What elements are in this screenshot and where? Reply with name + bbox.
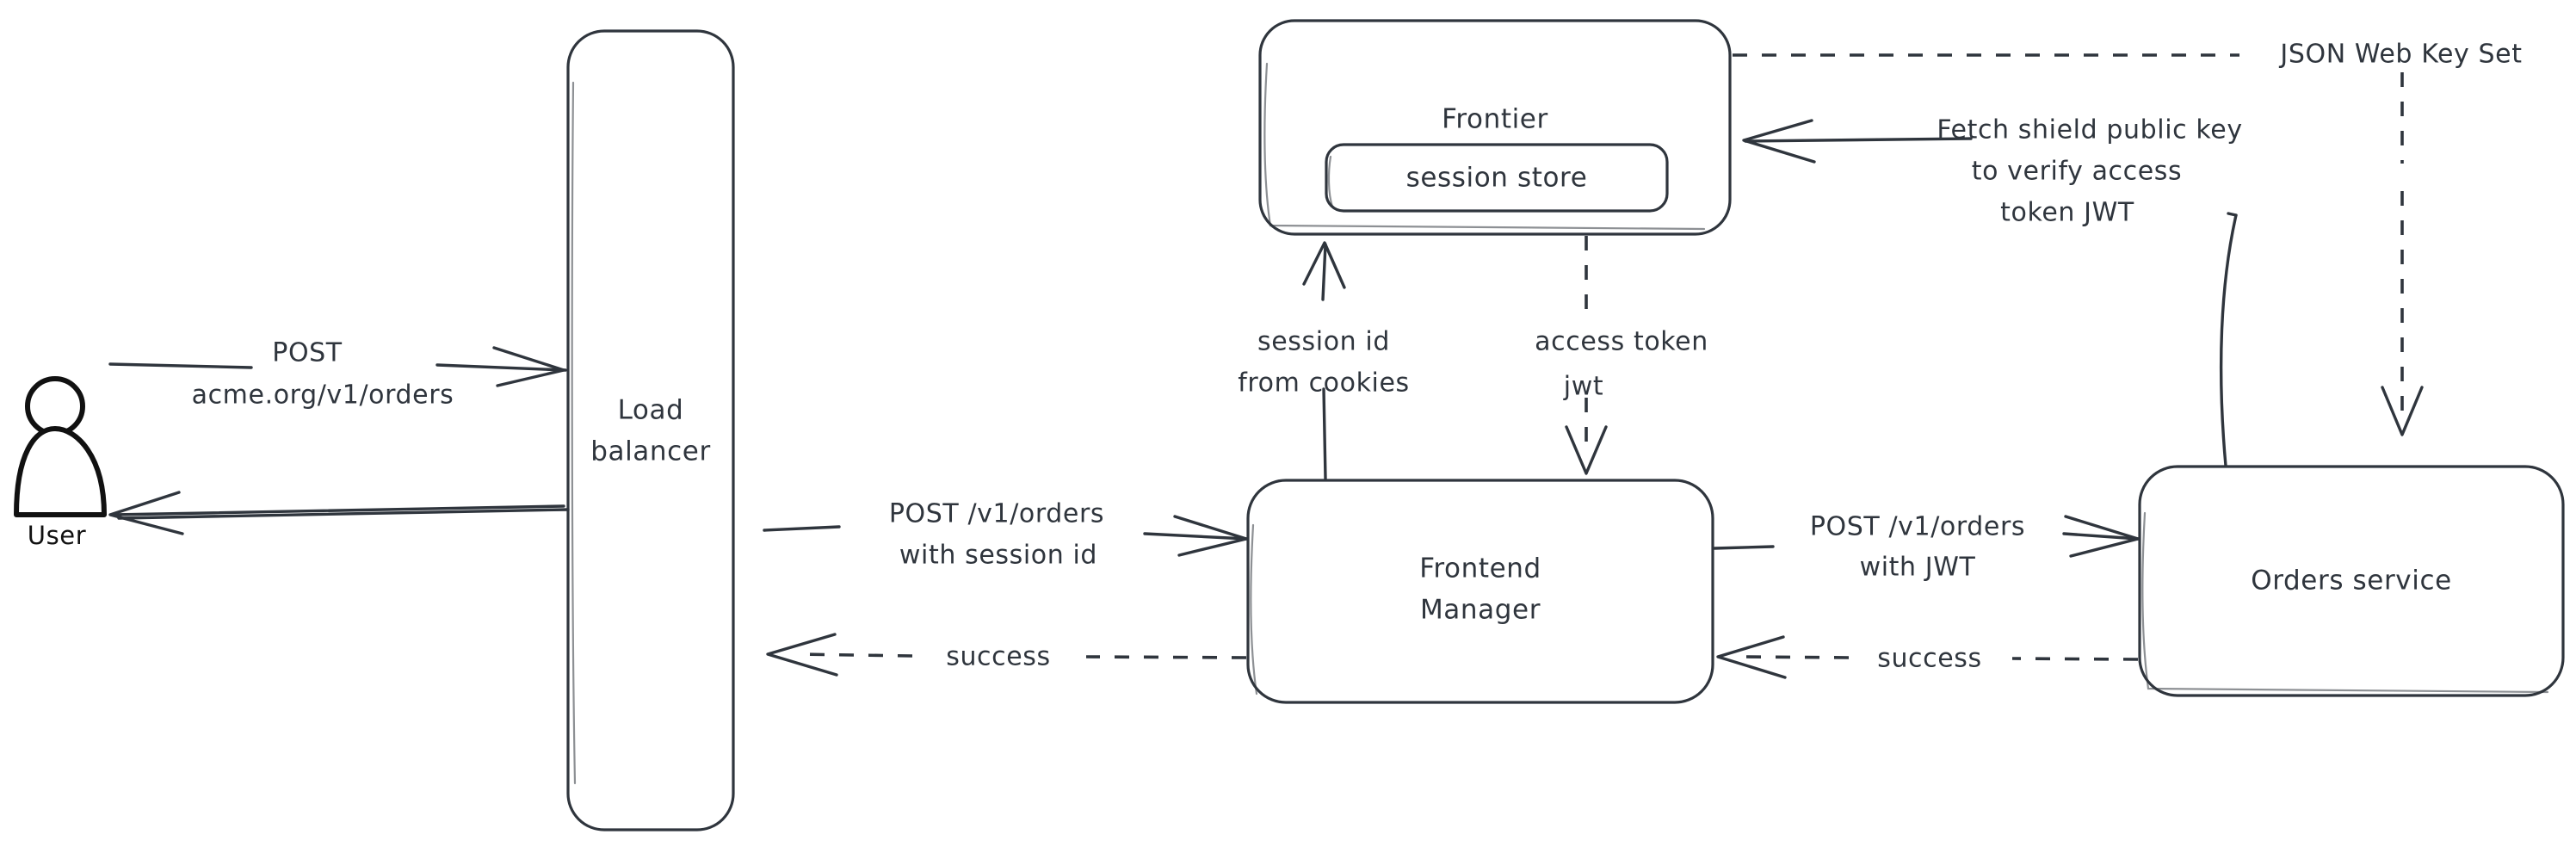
edge-fm-to-orders-service: POST /v1/orders with JWT — [1713, 512, 2140, 583]
edge-fm-to-lb-label: success — [946, 642, 1051, 672]
node-frontend-manager[interactable]: Frontend Manager — [1246, 479, 1714, 704]
edge-fm-to-orders-label-line2: with JWT — [1860, 553, 1976, 583]
edge-fm-to-frontier-session-id: session id from cookies — [1238, 241, 1410, 480]
node-load-balancer[interactable]: Load balancer — [566, 29, 735, 832]
edge-orders-to-frontier-fetch-key: Fetch shield public key to verify access… — [1742, 115, 2242, 467]
node-frontier-label: Frontier — [1442, 104, 1548, 135]
person-icon — [14, 376, 107, 517]
edge-fm-to-lb-success: success — [766, 633, 1247, 677]
node-frontend-manager-label-line1: Frontend — [1419, 553, 1541, 584]
node-orders-service-label: Orders service — [2251, 566, 2452, 597]
edge-frontier-to-fm-label-line1: access token — [1535, 327, 1708, 357]
edge-orders-to-frontier-label-line1: Fetch shield public key — [1937, 115, 2242, 145]
node-session-store-label: session store — [1406, 163, 1588, 194]
edge-fm-to-orders-label-line1: POST /v1/orders — [1810, 512, 2025, 542]
edge-orders-to-fm-success: success — [1716, 635, 2139, 679]
edge-user-to-lb-label-line2: acme.org/v1/orders — [192, 380, 454, 411]
node-frontier[interactable]: Frontier session store — [1258, 19, 1732, 236]
edge-fm-to-frontier-label-line1: session id — [1257, 327, 1390, 357]
edge-lb-to-fm-label-line2: with session id — [899, 541, 1097, 571]
edge-fm-to-frontier-label-line2: from cookies — [1238, 368, 1410, 399]
edge-user-to-lb-label-line1: POST — [272, 338, 343, 368]
edge-frontier-to-orders-jwks: JSON Web Key Set — [1733, 40, 2522, 436]
actor-user: User — [14, 376, 107, 550]
node-load-balancer-label-line2: balancer — [590, 436, 711, 467]
edge-lb-to-fm-label-line1: POST /v1/orders — [889, 499, 1104, 529]
edge-orders-to-frontier-label-line2: to verify access — [1972, 157, 2183, 187]
edge-load-balancer-to-user — [108, 491, 570, 535]
edge-user-to-load-balancer: POST acme.org/v1/orders — [108, 338, 567, 411]
node-frontend-manager-label-line2: Manager — [1420, 595, 1541, 626]
edge-frontier-to-fm-access-token: access token jwt — [1535, 236, 1708, 475]
node-orders-service[interactable]: Orders service — [2138, 465, 2565, 697]
edge-lb-to-frontend-manager: POST /v1/orders with session id — [763, 499, 1248, 571]
edge-orders-to-frontier-label-line3: token JWT — [2000, 198, 2134, 228]
edge-frontier-to-orders-label: JSON Web Key Set — [2278, 40, 2522, 70]
node-load-balancer-label-line1: Load — [618, 395, 684, 426]
edge-orders-to-fm-label: success — [1877, 644, 1982, 674]
node-session-store[interactable]: session store — [1325, 143, 1669, 213]
edge-frontier-to-fm-label-line2: jwt — [1563, 372, 1603, 402]
actor-user-label: User — [28, 521, 87, 550]
